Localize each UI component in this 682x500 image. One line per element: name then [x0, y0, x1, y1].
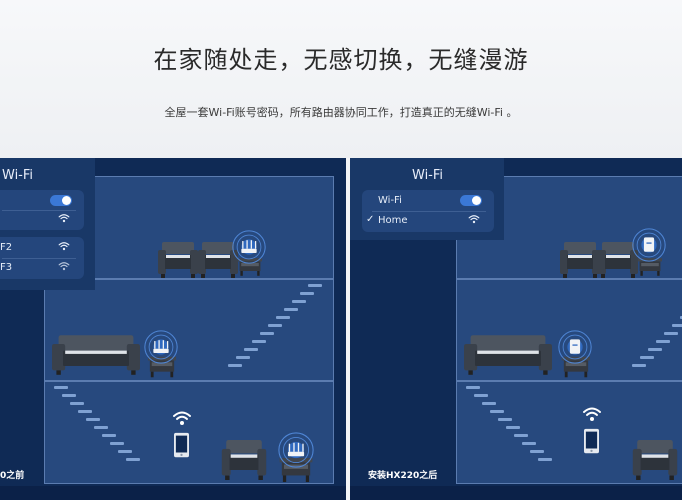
- floor-divider: [44, 278, 334, 280]
- wifi-settings-popup: Wi-Fi Wi-Fi ✓ Home: [350, 158, 504, 240]
- wifi-signal-icon: [468, 214, 480, 224]
- wifi-signal-icon: [58, 213, 70, 223]
- before-panel: Wi-Fi F2 F3 0之前: [0, 158, 346, 500]
- page-title: 在家随处走，无感切换，无缝漫游: [153, 46, 529, 74]
- toggle-switch-icon[interactable]: [50, 195, 72, 206]
- wifi-settings-title: Wi-Fi: [412, 168, 444, 183]
- mesh-router-icon: [558, 330, 592, 364]
- panel-footer: [0, 486, 346, 500]
- wifi-toggle-row[interactable]: Wi-Fi: [362, 191, 494, 211]
- hero-header: 在家随处走，无感切换，无缝漫游 全屋一套Wi-Fi账号密码，所有路由器协同工作，…: [0, 0, 682, 158]
- toggle-switch-icon[interactable]: [460, 195, 482, 206]
- floor-divider: [456, 380, 682, 382]
- network-row[interactable]: F3: [0, 258, 84, 278]
- network-row-selected[interactable]: ✓ Home: [362, 211, 494, 231]
- network-name: Home: [378, 215, 408, 226]
- sofa-icon: [464, 334, 552, 376]
- chair-icon: [216, 440, 272, 480]
- wifi-signal-icon: [172, 410, 192, 426]
- floor-divider: [456, 278, 682, 280]
- row-separator: [372, 211, 486, 212]
- floor-divider: [44, 380, 334, 382]
- mesh-router-icon: [632, 228, 666, 262]
- chair-icon: [560, 242, 600, 278]
- before-caption: 0之前: [0, 471, 25, 481]
- network-list: F2 F3: [0, 237, 84, 279]
- wifi-network-group: Wi-Fi ✓ Home: [362, 190, 494, 232]
- row-separator: [2, 210, 76, 211]
- network-name: F2: [0, 242, 13, 253]
- after-panel: Wi-Fi Wi-Fi ✓ Home 安装HX220之后: [350, 158, 682, 500]
- router-icon: [232, 230, 266, 264]
- after-caption: 安装HX220之后: [368, 471, 438, 481]
- network-row[interactable]: [0, 210, 84, 230]
- wifi-signal-icon: [58, 241, 70, 251]
- wifi-settings-popup: Wi-Fi F2 F3: [0, 158, 95, 290]
- chair-icon: [628, 440, 682, 480]
- wifi-signal-icon: [582, 406, 602, 422]
- phone-icon: [584, 428, 599, 454]
- sofa-icon: [52, 334, 140, 376]
- phone-icon: [174, 432, 189, 458]
- wifi-toggle-label: Wi-Fi: [378, 195, 402, 206]
- router-icon: [278, 432, 314, 468]
- panel-footer: [350, 486, 682, 500]
- page-subtitle: 全屋一套Wi-Fi账号密码，所有路由器协同工作，打造真正的无缝Wi-Fi 。: [164, 106, 518, 119]
- chair-icon: [158, 242, 198, 278]
- row-separator: [2, 258, 76, 259]
- wifi-toggle-group: [0, 190, 84, 230]
- network-name: F3: [0, 262, 13, 273]
- checkmark-icon: ✓: [366, 214, 375, 225]
- router-icon: [144, 330, 178, 364]
- wifi-signal-icon: [58, 261, 70, 271]
- wifi-settings-title: Wi-Fi: [2, 168, 34, 183]
- wifi-toggle-row[interactable]: [0, 191, 84, 211]
- network-row[interactable]: F2: [0, 238, 84, 258]
